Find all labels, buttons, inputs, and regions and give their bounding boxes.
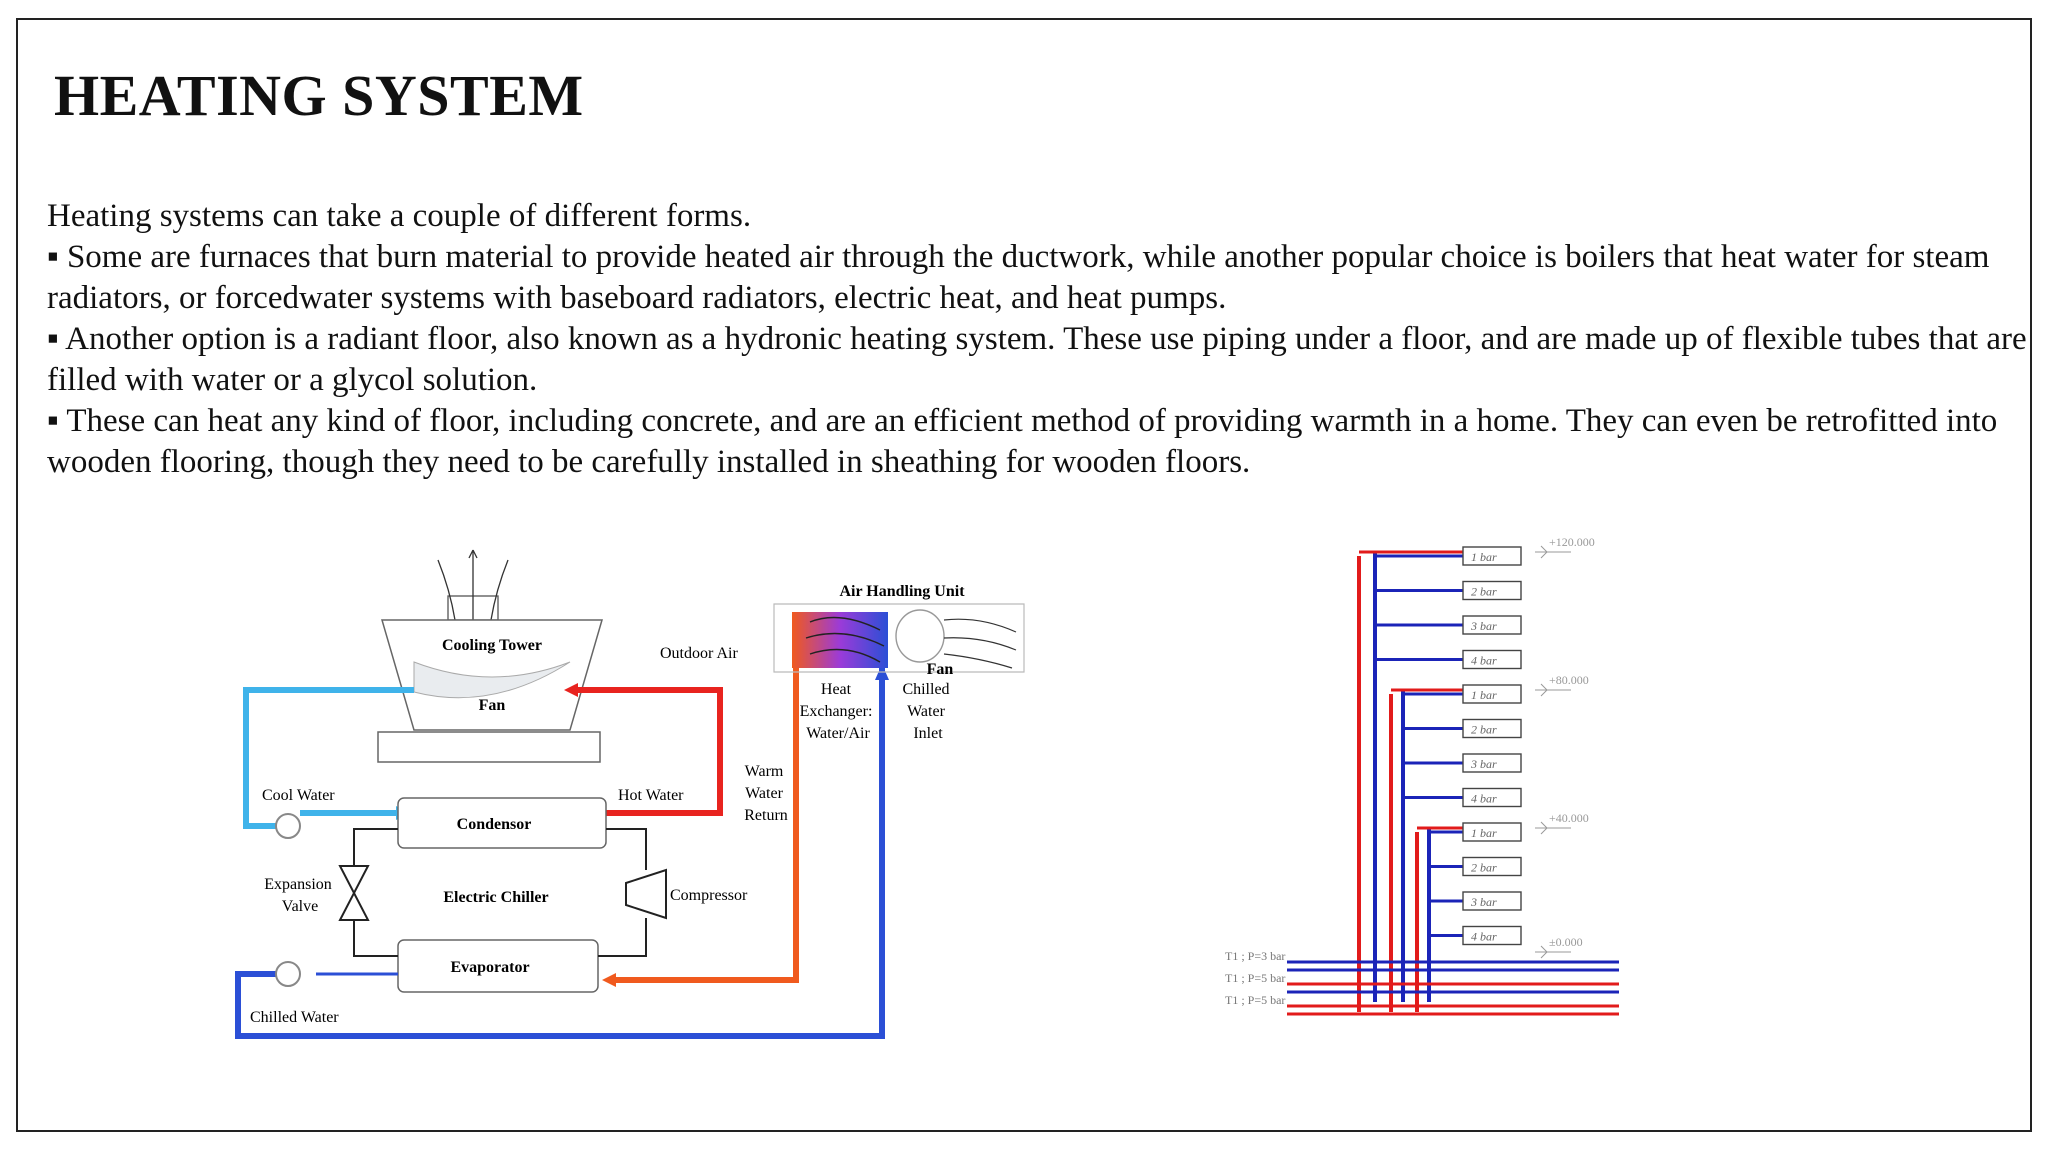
chilled-water-pump-icon [275, 961, 301, 987]
evaporator-box [397, 939, 599, 993]
chilled-water-label: Chilled Water [250, 1009, 339, 1026]
pressure-box [1462, 753, 1522, 773]
electric-chiller-label: Electric Chiller [443, 889, 548, 906]
hot-water-label: Hot Water [618, 787, 684, 804]
warm-water-arrow-icon [602, 973, 616, 987]
condensor-box [397, 797, 607, 849]
heat-exchanger-label: Heat Exchanger: Water/Air [800, 681, 877, 742]
chiller-system-diagram: Cooling Tower Fan Cool Water Hot Water C… [235, 549, 1025, 1039]
pressure-box [1462, 649, 1522, 670]
expansion-valve-label: Expansion Valve [264, 876, 336, 915]
pressure-box [1462, 925, 1522, 946]
pressure-box-label: 2 bar [1471, 861, 1497, 875]
level-label: ±0.000 [1549, 935, 1583, 949]
pressure-box-label: 4 bar [1471, 930, 1497, 944]
pressure-box [1462, 856, 1522, 877]
condensor-label: Condensor [457, 816, 532, 833]
pressure-box [1462, 891, 1522, 911]
cooling-tower-label: Cooling Tower [442, 637, 542, 654]
air-handling-unit: Air Handling Unit Fan [773, 583, 1025, 678]
level-mark-icon [1540, 545, 1548, 559]
cool-water-label: Cool Water [262, 787, 335, 804]
paragraph-intro: Heating systems can take a couple of dif… [47, 198, 752, 234]
ahu-title: Air Handling Unit [839, 583, 965, 600]
hot-water-pipe [572, 687, 723, 816]
cool-water-pipe [243, 687, 414, 829]
ahu-fan-icon [895, 609, 945, 663]
paragraph-furnaces: ▪ Some are furnaces that burn material t… [47, 239, 1990, 316]
ahu-fan-label: Fan [927, 661, 954, 678]
supply-main-label: T1 ; P=5 bar [1225, 971, 1285, 985]
pressure-box-label: 1 bar [1471, 688, 1497, 702]
tower-fan-label: Fan [479, 697, 506, 714]
compressor-label: Compressor [670, 887, 748, 904]
pressure-box-label: 1 bar [1471, 826, 1497, 840]
pressure-box-label: 3 bar [1470, 895, 1497, 909]
paragraph-floor-types: ▪ These can heat any kind of floor, incl… [47, 403, 1998, 480]
pressure-box [1462, 546, 1522, 566]
pressure-box-label: 4 bar [1471, 654, 1497, 668]
heat-exchanger-coil [792, 612, 888, 668]
riser-pipes [1357, 552, 1431, 1012]
chilled-water-pipe [235, 666, 885, 1039]
pressure-box-label: 3 bar [1470, 757, 1497, 771]
level-mark-icon [1540, 683, 1548, 697]
pressure-box [1462, 718, 1522, 739]
slide-title: HEATING SYSTEM [54, 63, 584, 128]
outdoor-air-label: Outdoor Air [660, 645, 738, 662]
riser-supply-labels: T1 ; P=3 bar T1 ; P=5 bar T1 ; P=5 bar [1225, 949, 1619, 1016]
level-label: +80.000 [1549, 673, 1589, 687]
level-label: +120.000 [1549, 535, 1595, 549]
pressure-box-label: 2 bar [1471, 723, 1497, 737]
pressure-box-label: 2 bar [1471, 585, 1497, 599]
compressor-icon [625, 868, 667, 920]
pressure-box [1462, 822, 1522, 842]
level-mark-icon [1540, 945, 1548, 959]
cooling-tower: Cooling Tower Fan [377, 549, 603, 763]
chilled-water-inlet-label: Chilled Water Inlet [902, 681, 953, 742]
evaporator-label: Evaporator [450, 959, 529, 976]
riser-floor-loops: 1 bar 2 bar 3 bar 4 bar 1 bar 2 bar 3 bar 4 bar… [1359, 546, 1522, 946]
radiant-floor-riser-diagram: 1 bar 2 bar 3 bar 4 bar 1 bar 2 bar 3 bar 4 bar… [1225, 535, 1619, 1016]
pressure-box [1462, 684, 1522, 704]
warm-water-return-label: Warm Water Return [744, 763, 788, 824]
supply-main-label: T1 ; P=3 bar [1225, 949, 1285, 963]
pressure-box [1462, 615, 1522, 635]
riser-level-marks: +120.000 +80.000 +40.000 ±0.000 [1535, 535, 1595, 959]
warm-water-return-pipe [612, 664, 799, 983]
slide-body: Heating systems can take a couple of dif… [47, 196, 2037, 483]
supply-main-label: T1 ; P=5 bar [1225, 993, 1285, 1007]
pressure-box-label: 4 bar [1471, 792, 1497, 806]
pressure-box-label: 3 bar [1470, 619, 1497, 633]
pressure-box [1462, 787, 1522, 808]
slide-frame [16, 18, 2032, 1132]
level-label: +40.000 [1549, 811, 1589, 825]
hot-water-arrow-icon [564, 683, 578, 697]
paragraph-radiant-floor: ▪ Another option is a radiant floor, als… [47, 321, 2027, 398]
cool-water-pump-icon [275, 813, 301, 839]
pressure-box-label: 1 bar [1471, 550, 1497, 564]
pressure-box [1462, 580, 1522, 601]
expansion-valve-icon [338, 865, 370, 896]
level-mark-icon [1540, 821, 1548, 835]
